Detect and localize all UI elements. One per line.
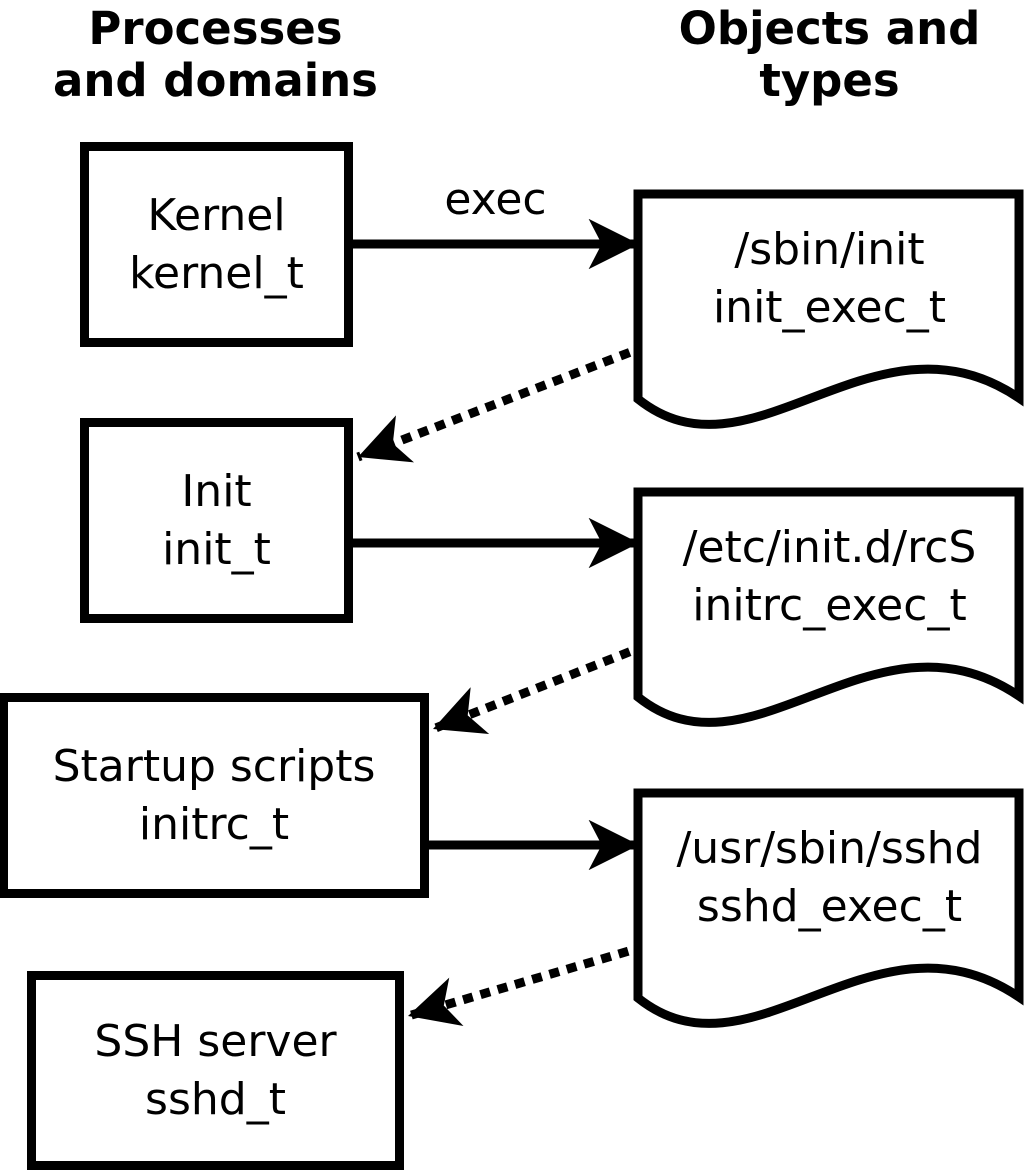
header-line: Processes [88,2,343,55]
document-shape-etc-initd-rcs [633,487,1024,727]
header-line: Objects and [678,2,981,55]
transition-arrow-init-exec-to-init [356,328,682,463]
process-label: Startup scripts [52,740,376,792]
object-node-sbin-init: /sbin/init init_exec_t [638,194,1021,364]
object-type: init_exec_t [712,282,947,333]
process-domain: sshd_t [145,1073,286,1125]
object-type: initrc_exec_t [692,580,967,631]
object-path: /sbin/init [734,224,925,275]
process-label: Init [181,465,252,517]
process-domain: init_t [162,523,271,575]
document-shape-sbin-init [633,189,1024,429]
process-domain: kernel_t [129,247,304,299]
column-header-processes-and-domains: Processes and domains [23,3,408,107]
process-node-ssh-server: SSH server sshd_t [27,971,404,1170]
object-path: /usr/sbin/sshd [676,823,983,874]
header-line: and domains [53,54,378,107]
object-node-usr-sbin-sshd: /usr/sbin/sshd sshd_exec_t [638,793,1021,963]
process-node-startup-scripts: Startup scripts initrc_t [0,693,429,898]
object-node-etc-initd-rcs: /etc/init.d/rcS initrc_exec_t [638,492,1021,662]
header-line: types [759,54,900,107]
process-domain: initrc_t [138,798,290,850]
transition-arrow-sshd-exec-to-sshd [406,931,682,1026]
process-label: Kernel [147,189,286,241]
column-header-objects-and-types: Objects and types [637,3,1022,107]
process-node-init: Init init_t [80,418,353,623]
process-label: SSH server [94,1015,337,1067]
object-type: sshd_exec_t [696,881,963,932]
process-node-kernel: Kernel kernel_t [80,142,353,347]
document-shape-usr-sbin-sshd [633,788,1024,1028]
object-path: /etc/init.d/rcS [682,522,977,573]
exec-edge-label: exec [444,174,547,225]
